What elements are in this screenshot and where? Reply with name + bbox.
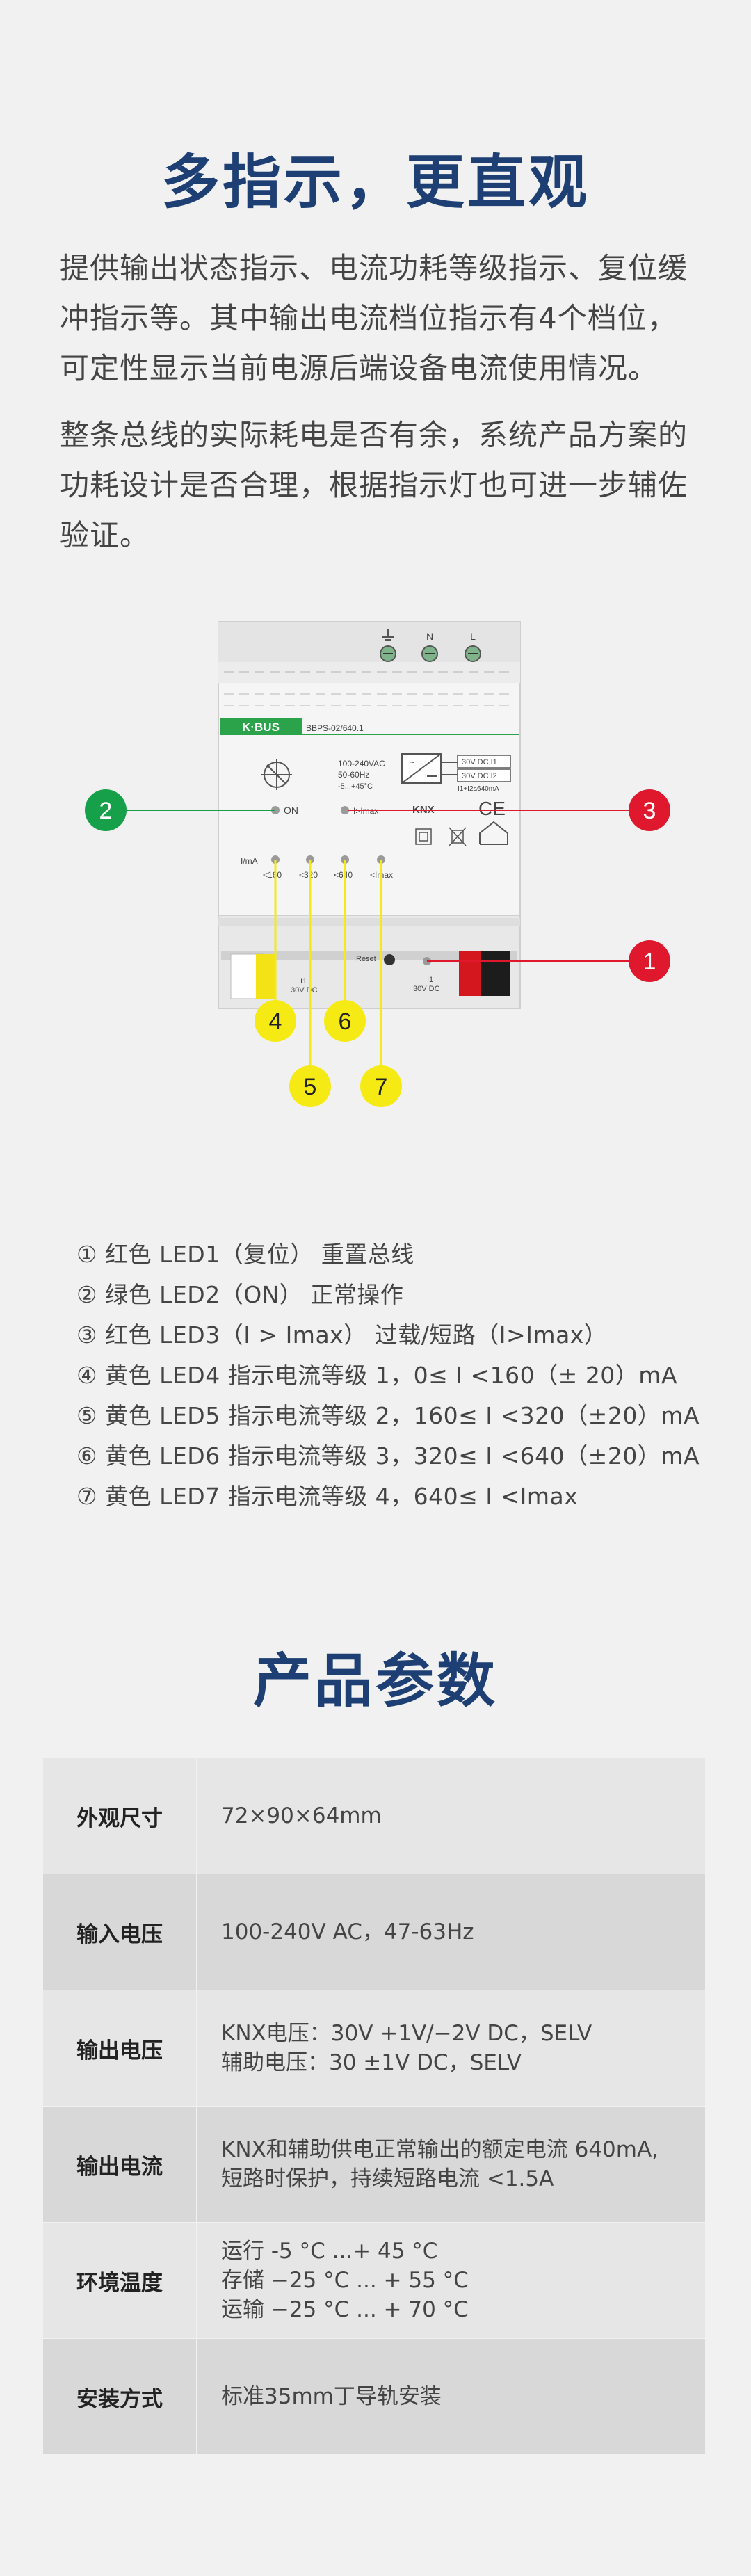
out-right-label-1: I1 — [427, 976, 433, 984]
spec-value: 100-240V AC，47-63Hz — [197, 1874, 705, 1990]
callout-3: 3 — [629, 789, 670, 831]
legend-item-1: ① 红色 LED1（复位） 重置总线 — [76, 1241, 414, 1268]
spec-key: 外观尺寸 — [43, 1758, 196, 1874]
led-legend: ① 红色 LED1（复位） 重置总线 ② 绿色 LED2（ON） 正常操作 ③ … — [76, 1234, 700, 1517]
legend-item-3: ③ 红色 LED3（I > Imax） 过载/短路（I>Imax） — [76, 1321, 608, 1349]
spec-line-2: 50-60Hz — [338, 770, 369, 780]
spec-value: KNX电压：30V +1V/−2V DC，SELV 辅助电压：30 ±1V DC… — [197, 1990, 705, 2106]
dc-output-box-1 — [457, 755, 511, 768]
legend-item-4: ④ 黄色 LED4 指示电流等级 1，0≤ I <160（± 20）mA — [76, 1362, 678, 1389]
svg-text:4: 4 — [269, 1008, 282, 1035]
section-title-indicators: 多指示，更直观 — [161, 148, 590, 216]
terminal-screw-n — [421, 645, 438, 662]
ima-label: I/mA — [241, 856, 258, 866]
dc-line-1: 30V DC I1 — [462, 758, 497, 766]
spec-value-line: 标准35mm丁导轨安装 — [221, 2384, 442, 2409]
level-label-3: <640 — [334, 870, 353, 880]
spec-value-line: 运行 -5 °C ...+ 45 °C — [221, 2239, 438, 2264]
intro-paragraph-2: 整条总线的实际耗电是否有余，系统产品方案的功耗设计是否合理，根据指示灯也可进一步… — [60, 418, 688, 552]
connector-red — [459, 951, 481, 996]
dc-line-2: 30V DC I2 — [462, 772, 497, 780]
home-icon — [479, 821, 508, 845]
spec-value-line: 存储 −25 °C ... + 55 °C — [221, 2268, 469, 2293]
circuit-symbol-icon — [261, 759, 292, 790]
model-label: BBPS-02/640.1 — [306, 723, 364, 733]
ground-icon — [382, 629, 394, 641]
svg-text:2: 2 — [99, 798, 113, 824]
spec-value: KNX和辅助供电正常输出的额定电流 640mA, 短路时保护，持续短路电流 <1… — [197, 2107, 705, 2222]
device-figure: N L K·BUS BBPS-02/640.1 100-240VAC 50-60… — [0, 612, 751, 1154]
spec-value: 标准35mm丁导轨安装 — [197, 2339, 705, 2454]
spec-row-output-current: 输出电流 KNX和辅助供电正常输出的额定电流 640mA, 短路时保护，持续短路… — [43, 2107, 705, 2222]
ce-mark: CE — [478, 798, 506, 819]
legend-item-2: ② 绿色 LED2（ON） 正常操作 — [76, 1281, 404, 1308]
ac-symbol: ~ — [410, 759, 414, 767]
weee-bin-icon — [449, 827, 467, 846]
spec-table: 外观尺寸 72×90×64mm 输入电压 100-240V AC，47-63Hz… — [43, 1758, 705, 2455]
spec-key: 安装方式 — [43, 2339, 196, 2454]
ribbing — [224, 671, 515, 706]
device-illustration: N L K·BUS BBPS-02/640.1 100-240VAC 50-60… — [85, 621, 670, 1107]
spec-row-dimensions: 外观尺寸 72×90×64mm — [43, 1758, 705, 1874]
connector-yellow — [256, 954, 275, 999]
spec-key: 输入电压 — [43, 1874, 196, 1990]
intro-paragraph-1: 提供输出状态指示、电流功耗等级指示、复位缓冲指示等。其中输出电流档位指示有4个档… — [60, 251, 688, 385]
callout-2: 2 — [85, 789, 127, 831]
spec-value: 运行 -5 °C ...+ 45 °C 存储 −25 °C ... + 55 °… — [197, 2223, 705, 2338]
out-left-label-2: 30V DC — [291, 986, 318, 995]
spec-key: 输出电流 — [43, 2107, 196, 2222]
callout-5: 5 — [289, 1065, 331, 1107]
level-label-1: <160 — [263, 870, 282, 880]
level-label-2: <320 — [299, 870, 318, 880]
brand-badge — [220, 718, 302, 735]
terminal-label-n: N — [426, 631, 433, 642]
spec-value-line: KNX和辅助供电正常输出的额定电流 640mA, — [221, 2137, 659, 2162]
dc-output-box-2 — [457, 768, 511, 782]
brand-label: K·BUS — [242, 721, 280, 734]
out-right-label-2: 30V DC — [413, 985, 440, 993]
spec-line-1: 100-240VAC — [338, 759, 385, 768]
connector-black — [481, 951, 510, 996]
legend-item-7: ⑦ 黄色 LED7 指示电流等级 4，640≤ I <Imax — [76, 1483, 579, 1510]
legend-item-6: ⑥ 黄色 LED6 指示电流等级 3，320≤ I <640（±20）mA — [76, 1442, 700, 1470]
terminal-screw-pe — [380, 645, 396, 662]
led3-imax — [341, 806, 349, 814]
spec-key: 环境温度 — [43, 2223, 196, 2338]
spec-value-line: 100-240V AC，47-63Hz — [221, 1919, 474, 1945]
callout-7: 7 — [360, 1065, 402, 1107]
reset-label: Reset — [356, 955, 376, 963]
on-label: ON — [284, 805, 298, 816]
reset-button[interactable] — [384, 954, 395, 965]
spec-value-line: 辅助电压：30 ±1V DC，SELV — [221, 2050, 522, 2075]
legend-item-5: ⑤ 黄色 LED5 指示电流等级 2，160≤ I <320（±20）mA — [76, 1402, 700, 1429]
callout-4: 4 — [255, 1000, 296, 1042]
spec-value-line: 短路时保护，持续短路电流 <1.5A — [221, 2166, 554, 2191]
spec-value-line: 72×90×64mm — [221, 1803, 382, 1828]
svg-text:6: 6 — [339, 1008, 352, 1035]
svg-text:3: 3 — [643, 798, 656, 824]
out-left-label-1: I1 — [300, 977, 307, 985]
terminal-label-l: L — [470, 631, 476, 642]
spec-key: 输出电压 — [43, 1990, 196, 2106]
terminal-screw-l — [465, 645, 481, 662]
spec-line-3: -5...+45°C — [338, 782, 373, 791]
spec-value-line: KNX电压：30V +1V/−2V DC，SELV — [221, 2021, 592, 2046]
section-title-specs: 产品参数 — [252, 1647, 498, 1715]
spec-row-temperature: 环境温度 运行 -5 °C ...+ 45 °C 存储 −25 °C ... +… — [43, 2223, 705, 2338]
spec-row-output-voltage: 输出电压 KNX电压：30V +1V/−2V DC，SELV 辅助电压：30 ±… — [43, 1990, 705, 2106]
spec-row-mounting: 安装方式 标准35mm丁导轨安装 — [43, 2339, 705, 2454]
svg-text:5: 5 — [304, 1074, 317, 1100]
spec-value-line: 运输 −25 °C ... + 70 °C — [221, 2297, 469, 2322]
svg-text:1: 1 — [643, 949, 656, 975]
callout-6: 6 — [324, 1000, 366, 1042]
double-insulation-icon — [415, 828, 432, 845]
svg-text:7: 7 — [375, 1074, 388, 1100]
spec-value: 72×90×64mm — [197, 1758, 705, 1874]
dc-line-3: I1+I2≤640mA — [458, 785, 499, 793]
spec-row-input-voltage: 输入电压 100-240V AC，47-63Hz — [43, 1874, 705, 1990]
callout-1: 1 — [629, 940, 670, 982]
